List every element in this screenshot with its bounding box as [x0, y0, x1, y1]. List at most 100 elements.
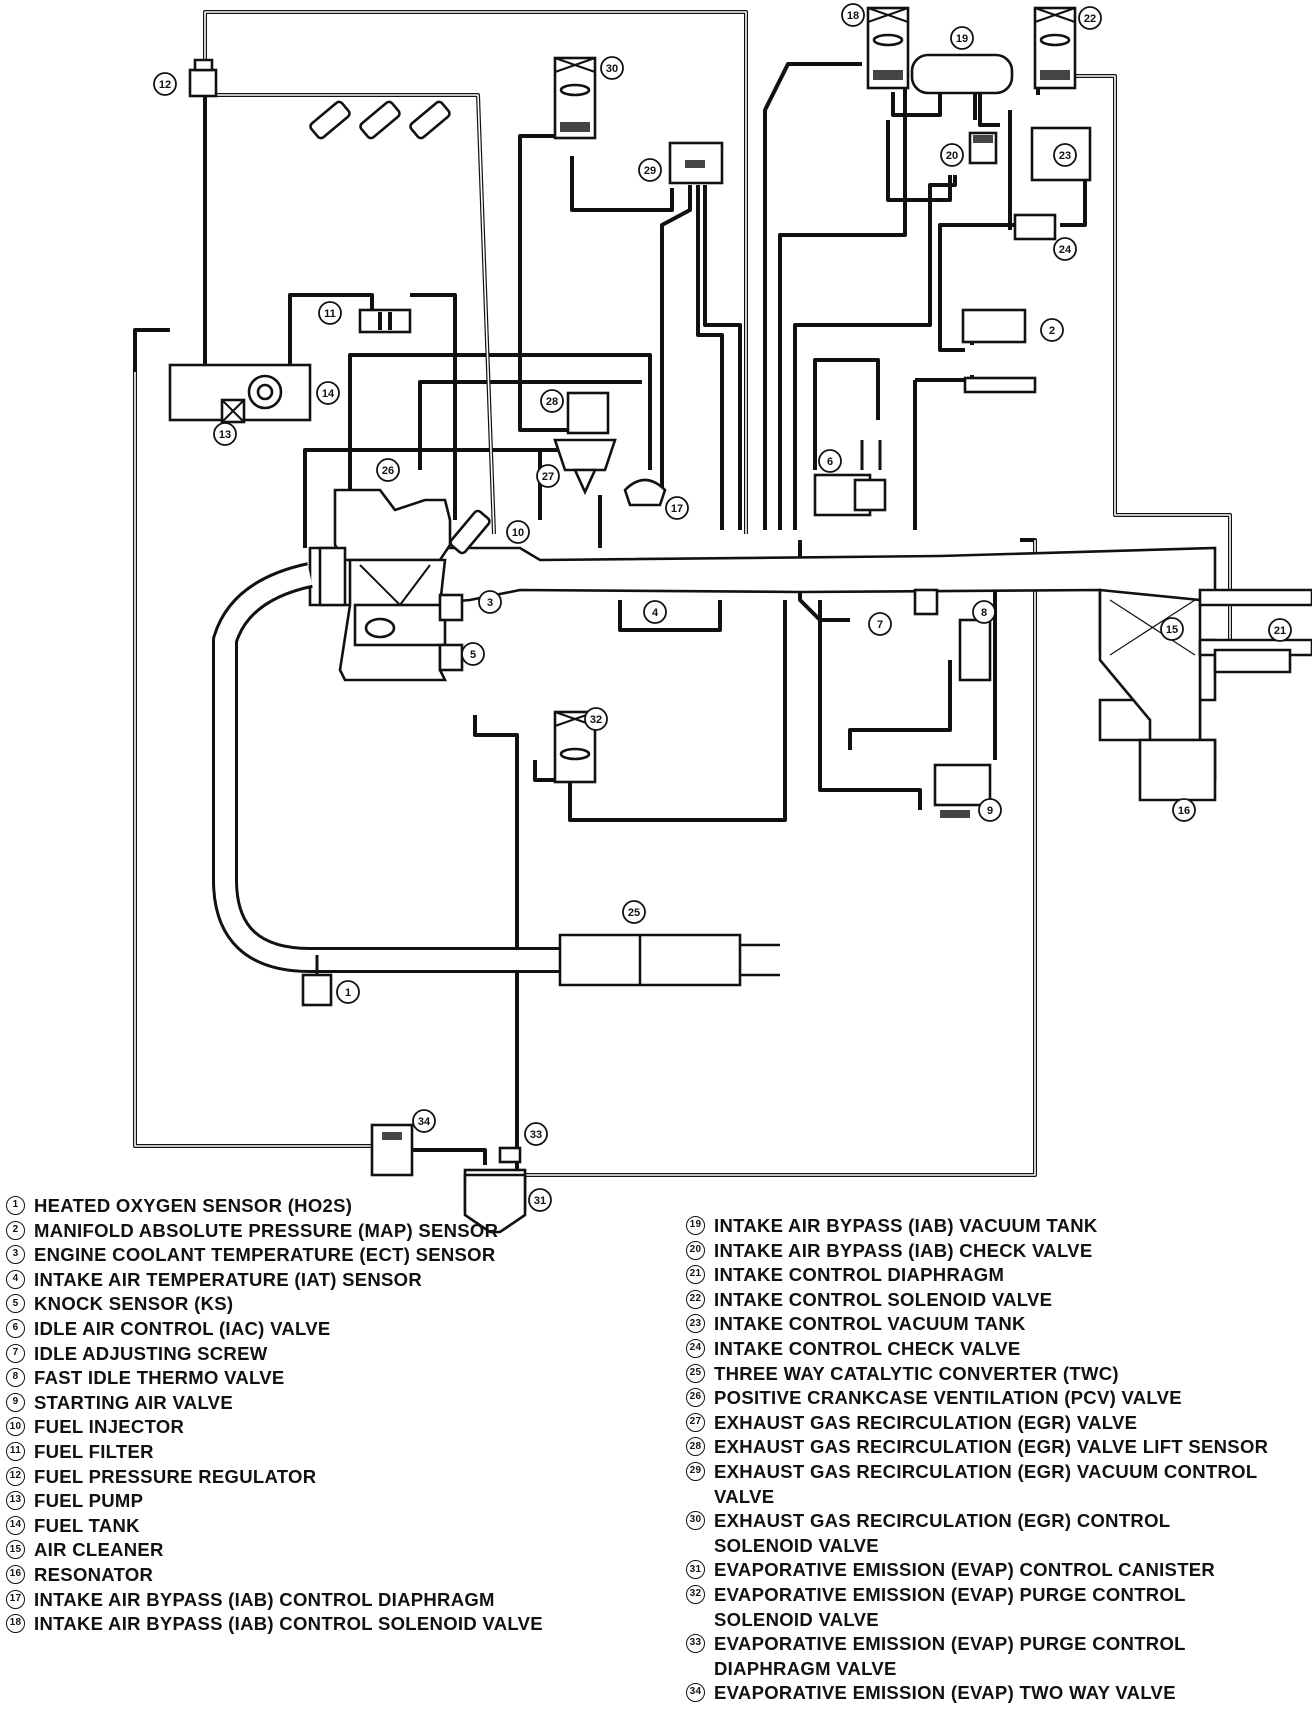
legend-label: FUEL TANK [34, 1514, 140, 1536]
svg-text:22: 22 [1084, 13, 1096, 25]
svg-text:20: 20 [946, 150, 958, 162]
legend-number: 26 [686, 1388, 705, 1408]
legend-number: 1 [6, 1196, 25, 1215]
svg-text:12: 12 [159, 79, 171, 91]
legend-number: 34 [686, 1683, 705, 1703]
legend-number: 4 [6, 1269, 25, 1289]
svg-text:7: 7 [877, 619, 883, 631]
callout-21: 21 [1268, 618, 1292, 642]
legend-label: INTAKE CONTROL VACUUM TANK [714, 1313, 1026, 1335]
svg-text:30: 30 [606, 63, 618, 75]
legend-number: 32 [686, 1584, 705, 1604]
legend-number: 10 [6, 1417, 25, 1437]
callout-1: 1 [336, 980, 360, 1004]
callout-10: 10 [506, 520, 530, 544]
svg-text:28: 28 [546, 396, 558, 408]
legend-label: HEATED OXYGEN SENSOR (HO2S) [34, 1195, 353, 1216]
callout-20: 20 [940, 143, 964, 167]
legend-label: INTAKE AIR BYPASS (IAB) CONTROL SOLENOID… [34, 1613, 543, 1635]
legend-label: EVAPORATIVE EMISSION (EVAP) PURGE CONTRO… [714, 1583, 1186, 1630]
legend-label: IDLE AIR CONTROL (IAC) VALVE [34, 1317, 331, 1339]
svg-text:27: 27 [542, 471, 554, 483]
legend-number: 22 [686, 1289, 705, 1309]
svg-text:13: 13 [219, 429, 231, 441]
legend-label: INTAKE CONTROL DIAPHRAGM [714, 1264, 1005, 1286]
exhaust-pipe [212, 562, 780, 1007]
legend-label: FUEL INJECTOR [34, 1416, 185, 1438]
legend-item: 31 EVAPORATIVE EMISSION (EVAP) CONTROL CA… [686, 1558, 1312, 1583]
callout-23: 23 [1053, 143, 1077, 167]
legend-number: 11 [6, 1441, 25, 1461]
legend-number: 18 [6, 1614, 25, 1634]
callout-29: 29 [638, 158, 662, 182]
svg-text:17: 17 [671, 503, 683, 515]
callout-3: 3 [478, 590, 502, 614]
callout-15: 15 [1160, 617, 1184, 641]
legend-item: 4 INTAKE AIR TEMPERATURE (IAT) SENSOR [6, 1268, 666, 1293]
legend-number: 7 [6, 1343, 25, 1363]
legend-number: 2 [6, 1220, 25, 1240]
legend-label: EVAPORATIVE EMISSION (EVAP) CONTROL CANI… [714, 1559, 1216, 1581]
legend-label: FUEL FILTER [34, 1440, 154, 1462]
callout-5: 5 [461, 642, 485, 666]
callout-6: 6 [818, 449, 842, 473]
svg-text:6: 6 [827, 456, 833, 468]
svg-text:15: 15 [1166, 624, 1178, 636]
callout-22: 22 [1078, 6, 1102, 30]
legend-number: 23 [686, 1314, 705, 1334]
legend-item: 11 FUEL FILTER [6, 1440, 666, 1465]
legend-number: 12 [6, 1466, 25, 1486]
legend-item: 10 FUEL INJECTOR [6, 1415, 666, 1440]
legend-number: 6 [6, 1318, 25, 1338]
legend-label: RESONATOR [34, 1563, 154, 1585]
svg-text:4: 4 [652, 607, 659, 619]
callout-9: 9 [978, 798, 1002, 822]
callout-2: 2 [1040, 318, 1064, 342]
svg-text:32: 32 [590, 714, 602, 726]
svg-text:29: 29 [644, 165, 656, 177]
engine-cylinder-head [318, 488, 452, 682]
callout-33: 33 [524, 1122, 548, 1146]
callout-31: 31 [528, 1188, 552, 1212]
legend-label: THREE WAY CATALYTIC CONVERTER (TWC) [714, 1362, 1119, 1384]
svg-text:33: 33 [530, 1129, 542, 1141]
callout-24: 24 [1053, 237, 1077, 261]
svg-text:5: 5 [470, 649, 476, 661]
legend-number: 30 [686, 1511, 705, 1531]
legend-label: INTAKE AIR TEMPERATURE (IAT) SENSOR [34, 1268, 423, 1290]
legend-number: 9 [6, 1392, 25, 1412]
legend-number: 31 [686, 1560, 705, 1580]
callout-25: 25 [622, 900, 646, 924]
legend-label: AIR CLEANER [34, 1539, 164, 1561]
callout-34: 34 [412, 1109, 436, 1133]
callout-13: 13 [213, 422, 237, 446]
legend-label: INTAKE AIR BYPASS (IAB) CONTROL DIAPHRAG… [34, 1588, 495, 1610]
callout-30: 30 [600, 56, 624, 80]
valve-bodies [370, 6, 1292, 1234]
callout-19: 19 [950, 26, 974, 50]
svg-text:16: 16 [1178, 805, 1190, 817]
legend-label: INTAKE AIR BYPASS (IAB) CHECK VALVE [714, 1239, 1093, 1261]
legend-number: 21 [686, 1265, 705, 1285]
callout-7: 7 [868, 612, 892, 636]
legend-label: FUEL PUMP [34, 1490, 144, 1512]
legend-item: 18 INTAKE AIR BYPASS (IAB) CONTROL SOLENO… [6, 1612, 666, 1637]
callout-8: 8 [972, 600, 996, 624]
svg-text:26: 26 [382, 465, 394, 477]
legend-item: 23 INTAKE CONTROL VACUUM TANK [686, 1312, 1312, 1337]
